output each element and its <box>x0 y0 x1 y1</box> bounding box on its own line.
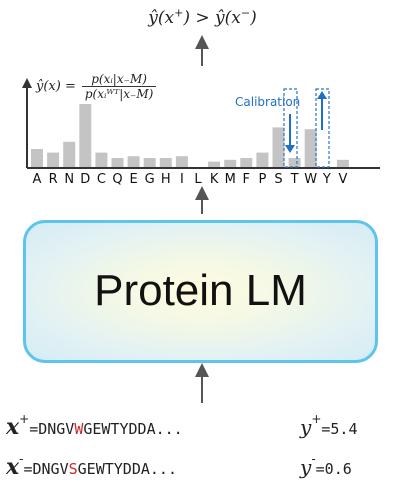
x-plus-sign: + <box>19 412 30 426</box>
calibration-down-arrowhead <box>285 145 295 153</box>
calibration-up-arrowhead <box>317 91 327 99</box>
bar-T <box>288 158 301 167</box>
tick-label-N: N <box>64 172 75 187</box>
seq-mutation: W <box>74 420 84 438</box>
tick-label-D: D <box>80 172 91 187</box>
bar-A <box>31 149 43 167</box>
y-positive-value: y+=5.4 <box>300 412 358 439</box>
formula-y-hat-x-plus: ŷ(x+) > ŷ(x−) <box>148 6 257 28</box>
y-plus-sign: + <box>311 412 322 426</box>
tick-label-H: H <box>160 172 171 187</box>
y-axis-arrowhead <box>22 78 32 88</box>
bar-V <box>336 159 349 167</box>
bar-N <box>63 141 76 167</box>
tick-label-S: S <box>274 172 283 187</box>
seq-suffix: GEWTYDDA... <box>83 420 183 438</box>
bar-P <box>256 152 269 167</box>
y-plus-value: =5.4 <box>321 420 358 438</box>
likelihood-ratio-bar-chart <box>22 78 380 169</box>
sequence-positive: x+=DNGVWGEWTYDDA... <box>6 412 183 440</box>
y-minus-value: =0.6 <box>315 460 352 478</box>
protein-lm-label: Protein LM <box>94 266 307 315</box>
y-negative-value: y-=0.6 <box>300 452 352 479</box>
y-minus-symbol: y <box>300 455 312 479</box>
bar-M <box>224 159 237 167</box>
bar-H <box>159 158 172 167</box>
formula-denominator: p(xᵢᵂᵀ|x₋M) <box>84 87 154 101</box>
tick-label-F: F <box>242 172 251 187</box>
tick-label-T: T <box>290 172 299 187</box>
bar-K <box>208 161 221 167</box>
calibration-bracket-s <box>283 88 298 168</box>
tick-label-M: M <box>224 172 236 187</box>
top-objective-formula: ŷ(x+) > ŷ(x−) <box>0 6 405 28</box>
bar-C <box>95 152 108 167</box>
tick-label-L: L <box>194 172 202 187</box>
x-plus-symbol: x <box>6 414 20 440</box>
tick-label-G: G <box>144 172 155 187</box>
tick-label-A: A <box>32 172 42 187</box>
bar-I <box>175 156 188 167</box>
x-minus-symbol: x <box>6 454 20 480</box>
formula-lhs: ŷ(x) = <box>36 79 76 94</box>
seq-prefix: =DNGV <box>29 420 75 438</box>
tick-label-C: C <box>96 172 106 187</box>
calibration-label: Calibration <box>235 95 301 109</box>
tick-label-Y: Y <box>322 172 331 187</box>
y-minus-sign: - <box>311 452 316 466</box>
seq-suffix: GEWTYDDA... <box>77 460 177 478</box>
bar-D <box>79 104 92 167</box>
bar-E <box>127 156 140 167</box>
y-axis-formula: ŷ(x) = p(xᵢ|x₋M) p(xᵢᵂᵀ|x₋M) <box>36 72 157 101</box>
x-minus-sign: - <box>19 452 24 466</box>
protein-lm-box: Protein LM <box>23 220 378 363</box>
y-plus-symbol: y <box>300 415 312 439</box>
tick-label-E: E <box>129 172 138 187</box>
tick-label-I: I <box>179 172 184 187</box>
seq-prefix: =DNGV <box>23 460 69 478</box>
formula-numerator: p(xᵢ|x₋M) <box>81 72 157 87</box>
tick-label-V: V <box>338 172 348 187</box>
tick-label-R: R <box>48 172 58 187</box>
tick-label-K: K <box>209 172 219 187</box>
tick-label-W: W <box>304 172 318 187</box>
calibration-bracket-w <box>315 88 330 168</box>
sequence-negative: x-=DNGVSGEWTYDDA... <box>6 452 177 480</box>
tick-label-Q: Q <box>112 172 123 187</box>
bar-F <box>240 158 253 167</box>
bar-G <box>143 158 156 167</box>
bar-S <box>272 127 285 167</box>
bar-W <box>304 129 317 167</box>
bar-R <box>47 152 60 167</box>
tick-label-P: P <box>258 172 267 187</box>
bar-Q <box>111 158 124 167</box>
seq-mutation: S <box>68 460 78 478</box>
